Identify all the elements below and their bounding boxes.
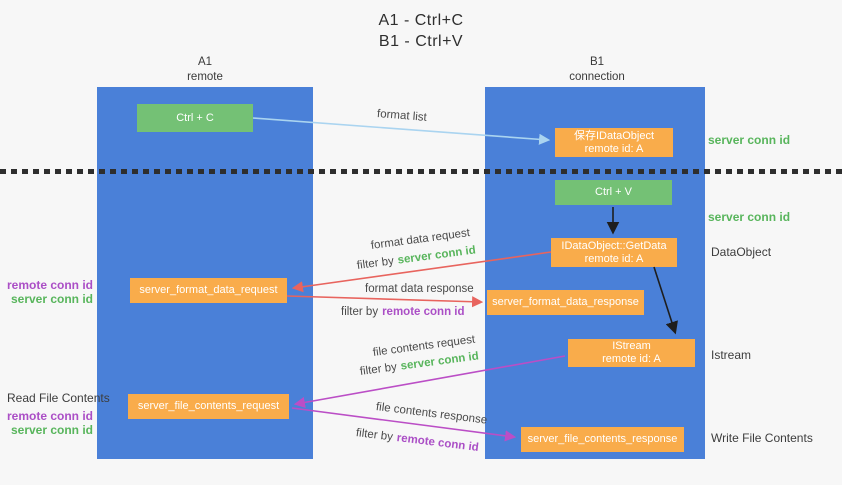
- node-format-response: server_format_data_response: [487, 290, 644, 315]
- node-istream-line1: IStream: [612, 340, 651, 352]
- node-getdata: IDataObject::GetData remote id: A: [551, 238, 677, 267]
- column-b-header: B1 connection: [537, 55, 657, 85]
- node-save-dataobject: 保存IDataObject remote id: A: [555, 128, 673, 157]
- filter-by-text: filter by: [359, 361, 398, 378]
- node-save-dataobject-line2: remote id: A: [584, 142, 644, 155]
- diagram-title-line1: A1 - Ctrl+C: [378, 12, 464, 29]
- node-ctrl-v: Ctrl + V: [555, 180, 672, 205]
- node-ctrl-c: Ctrl + C: [137, 104, 253, 132]
- node-istream: IStream remote id: A: [568, 339, 695, 367]
- node-save-dataobject-line1: 保存IDataObject: [573, 129, 655, 142]
- label-server-conn-id-2: server conn id: [10, 423, 93, 437]
- node-file-response: server_file_contents_response: [521, 427, 684, 452]
- node-format-request: server_format_data_request: [130, 278, 287, 303]
- remote-conn-id-text: remote conn id: [382, 306, 465, 318]
- filter-by-text: filter by: [341, 306, 379, 318]
- label-format-list: format list: [376, 108, 428, 124]
- filter-by-text: filter by: [355, 427, 394, 444]
- label-read-file-contents: Read File Contents: [7, 391, 110, 405]
- label-server-conn-id-mid: server conn id: [708, 210, 791, 224]
- column-b-subtitle: connection: [569, 71, 625, 83]
- filter-by-text: filter by: [356, 255, 395, 272]
- label-server-conn-id-top: server conn id: [708, 133, 791, 147]
- arrow-format-data-response: [286, 295, 484, 308]
- label-format-data-response: format data response: [365, 283, 474, 295]
- label-dataobject: DataObject: [711, 245, 772, 259]
- column-b-name: B1: [589, 56, 605, 68]
- label-server-conn-id-1: server conn id: [10, 292, 93, 306]
- label-remote-conn-id-2: remote conn id: [6, 409, 93, 423]
- diagram-title-line2: B1 - Ctrl+V: [378, 33, 464, 50]
- label-istream: Istream: [711, 348, 752, 362]
- dotted-separator: [0, 169, 842, 174]
- column-a-subtitle: remote: [187, 71, 223, 83]
- node-getdata-line2: remote id: A: [584, 252, 644, 265]
- column-a-name: A1: [197, 56, 213, 68]
- column-a-header: A1 remote: [145, 55, 265, 85]
- node-file-request: server_file_contents_request: [128, 394, 289, 419]
- node-istream-line2: remote id: A: [602, 353, 661, 365]
- label-remote-conn-id-1: remote conn id: [6, 278, 93, 292]
- node-getdata-line1: IDataObject::GetData: [561, 239, 667, 252]
- label-file-contents-response: file contents response: [375, 401, 488, 427]
- remote-conn-id-text: remote conn id: [396, 432, 480, 455]
- server-conn-id-text: server conn id: [396, 244, 477, 267]
- label-write-file-contents: Write File Contents: [711, 431, 813, 445]
